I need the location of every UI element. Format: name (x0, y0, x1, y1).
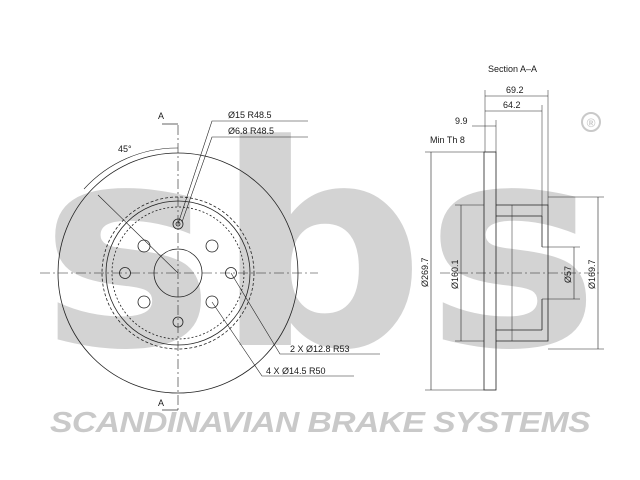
section-view (425, 90, 604, 391)
leader-hole-2 (181, 136, 308, 223)
front-view (40, 120, 380, 411)
company-name: SCANDINAVIAN BRAKE SYSTEMS (50, 407, 591, 439)
dim-hat-height: 64.2 (503, 100, 521, 110)
bolt-hole (205, 295, 219, 309)
section-view-labels: Section A–A 69.2 64.2 9.9 Min Th 8 Ø269.… (420, 64, 597, 289)
bolt-hole (205, 239, 219, 253)
section-title: Section A–A (488, 64, 537, 74)
stud-callout-2: 4 X Ø14.5 R50 (266, 366, 326, 376)
hole-callout-2: Ø6.8 R48.5 (228, 126, 274, 136)
angle-arc (83, 147, 179, 190)
dia-outer: Ø269.7 (420, 257, 430, 287)
angle-label: 45° (118, 144, 132, 154)
disc-plate-section (483, 151, 497, 391)
hole-callout-1: Ø15 R48.5 (228, 110, 272, 120)
dia-center-bore: Ø57 (563, 266, 573, 283)
leader-stud-1 (230, 272, 380, 355)
angle-line (97, 194, 179, 274)
dim-disc-thickness: 9.9 (455, 116, 468, 126)
dia-hat-outer: Ø160.1 (450, 259, 460, 289)
dia-hat-inner: Ø169.7 (587, 259, 597, 289)
stud-callout-1: 2 X Ø12.8 R53 (290, 344, 350, 354)
dim-overall-height: 69.2 (506, 85, 524, 95)
leader-stud-2 (211, 301, 354, 377)
leader-hole-1 (177, 120, 308, 225)
registered-symbol: ® (587, 116, 596, 130)
brand-logo-watermark: sbs (40, 86, 600, 412)
logo-text: sbs (40, 86, 600, 412)
registered-mark: ® (581, 112, 601, 132)
section-label-bottom: A (158, 398, 164, 408)
front-view-labels: A A 45° Ø15 R48.5 Ø6.8 R48.5 2 X Ø12.8 R… (118, 110, 350, 408)
bolt-hole (137, 295, 151, 309)
min-thickness: Min Th 8 (430, 135, 465, 145)
section-label-top: A (158, 111, 164, 121)
